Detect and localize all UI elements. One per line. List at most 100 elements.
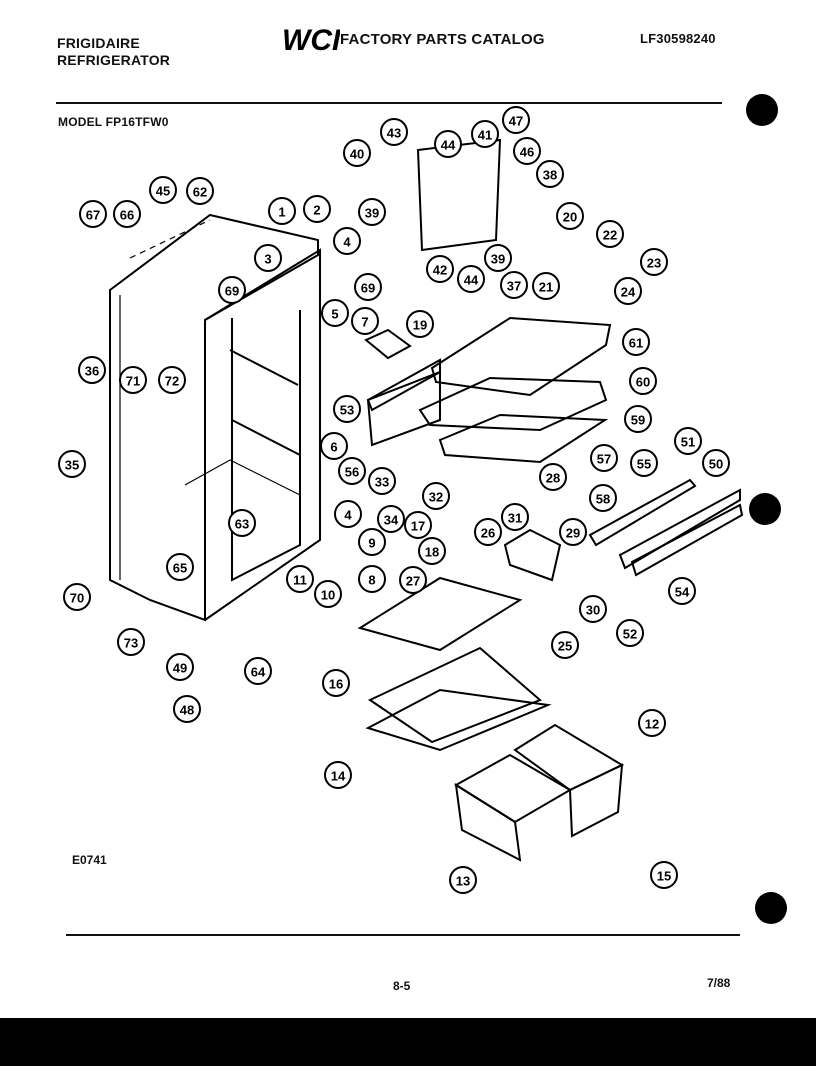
callout-66: 66 [113,200,141,228]
callout-22: 22 [596,220,624,248]
callout-bubble [377,505,405,533]
callout-bubble [640,248,668,276]
callout-number: 64 [251,665,266,680]
callout-bubble [426,255,454,283]
callout-number: 69 [361,281,375,296]
callout-number: 12 [645,717,659,732]
callout-bubble [551,631,579,659]
callout-29: 29 [559,518,587,546]
callout-40: 40 [343,139,371,167]
callout-bubble [322,669,350,697]
callout-bubble [358,198,386,226]
callout-bubble [78,356,106,384]
callout-number: 11 [293,573,307,588]
callout-69: 69 [354,273,382,301]
callout-bubble [484,244,512,272]
callout-number: 39 [365,206,379,221]
callout-58: 58 [589,484,617,512]
callout-number: 70 [70,591,84,606]
callout-number: 45 [156,184,170,199]
callout-number: 19 [413,318,427,333]
callout-10: 10 [314,580,342,608]
callout-number: 6 [330,440,337,455]
callout-62: 62 [186,177,214,205]
callout-number: 63 [235,517,249,532]
callout-number: 46 [520,145,534,160]
callout-bubble [502,106,530,134]
callout-48: 48 [173,695,201,723]
callout-53: 53 [333,395,361,423]
binder-hole-top [746,94,778,126]
wci-logo: WCI [282,24,340,56]
callout-bubble [590,444,618,472]
callout-number: 3 [264,252,271,267]
callout-64: 64 [244,657,272,685]
callout-5: 5 [321,299,349,327]
callout-bubble [629,367,657,395]
callout-33: 33 [368,467,396,495]
callout-bubble [79,200,107,228]
callout-number: 59 [631,413,645,428]
callout-30: 30 [579,595,607,623]
callout-57: 57 [590,444,618,472]
callout-bubble [149,176,177,204]
callout-number: 22 [603,228,617,243]
callout-number: 44 [464,273,479,288]
callout-number: 14 [331,769,346,784]
callout-7: 7 [351,307,379,335]
callout-13: 13 [449,866,477,894]
callout-bubble [406,310,434,338]
callout-25: 25 [551,631,579,659]
callout-bubble [559,518,587,546]
callout-bubble [354,273,382,301]
callout-bubble [596,220,624,248]
callout-number: 15 [657,869,671,884]
callout-bubble [358,528,386,556]
callout-bubble [358,565,386,593]
callout-bubble [536,160,564,188]
callout-6: 6 [320,432,348,460]
callout-24: 24 [614,277,642,305]
callout-number: 7 [361,315,368,330]
callout-number: 73 [124,636,138,651]
callout-number: 42 [433,263,447,278]
callout-1: 1 [268,197,296,225]
callout-number: 44 [441,138,456,153]
callout-bubble [457,265,485,293]
callout-73: 73 [117,628,145,656]
callout-2: 2 [303,195,331,223]
callout-bubble [58,450,86,478]
callout-number: 2 [313,203,320,218]
callout-4: 4 [334,500,362,528]
callout-18: 18 [418,537,446,565]
callout-bubble [702,449,730,477]
callout-number: 29 [566,526,580,541]
callout-bubble [244,657,272,685]
callout-36: 36 [78,356,106,384]
callout-65: 65 [166,553,194,581]
callout-bubble [334,500,362,528]
callout-26: 26 [474,518,502,546]
callout-46: 46 [513,137,541,165]
callout-3: 3 [254,244,282,272]
callout-bubble [434,130,462,158]
callout-number: 55 [637,457,651,472]
callout-number: 40 [350,147,364,162]
callout-63: 63 [228,509,256,537]
callout-number: 8 [368,573,375,588]
callout-8: 8 [358,565,386,593]
callout-number: 9 [368,536,375,551]
callout-23: 23 [640,248,668,276]
callout-31: 31 [501,503,529,531]
callout-bubble [500,271,528,299]
callout-number: 58 [596,492,610,507]
callout-bubble [333,395,361,423]
callout-bubble [622,328,650,356]
callout-bubble [513,137,541,165]
callout-bubble [286,565,314,593]
callout-bubble [228,509,256,537]
callout-44: 44 [457,265,485,293]
callout-number: 66 [120,208,134,223]
callout-32: 32 [422,482,450,510]
